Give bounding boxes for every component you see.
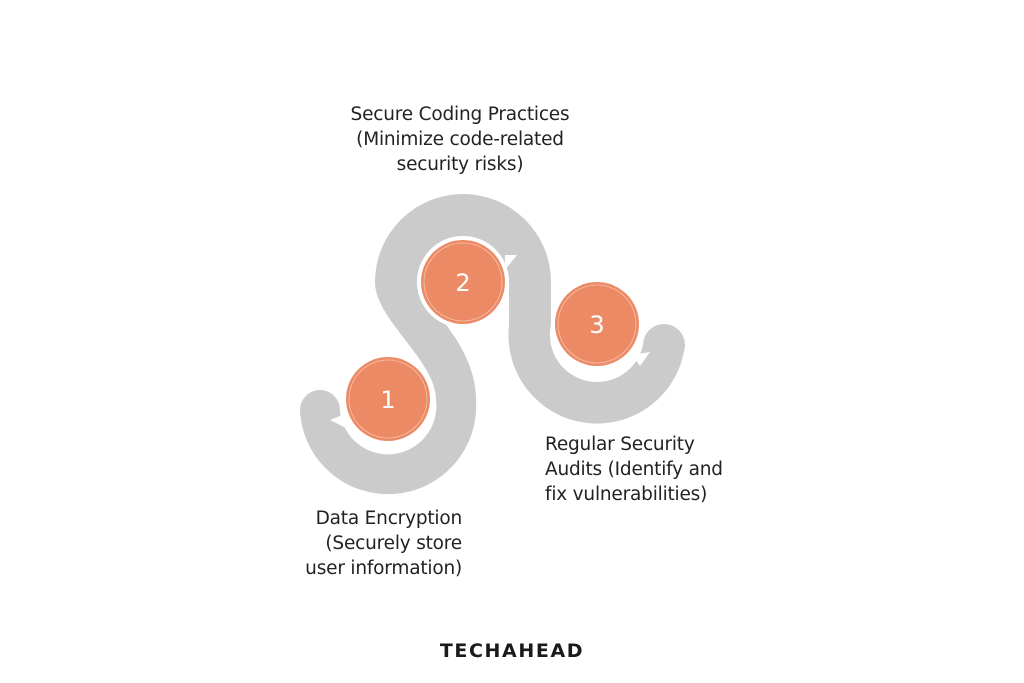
step-2-line-3: security risks) [396,154,524,175]
arrow-notch-3 [632,352,650,366]
track-segment-3 [508,325,685,424]
track-connector-2 [509,282,551,325]
step-number-2: 2 [455,269,470,297]
track-tail-right [643,324,685,366]
arrow-notch-1 [330,412,350,430]
step-label-2: Secure Coding Practices (Minimize code-r… [330,102,590,177]
arrow-notch-2 [505,255,517,270]
step-1-line-2: (Securely store [325,533,462,554]
step-3-line-3: fix vulnerabilities) [545,484,708,505]
step-circle-2: 2 [417,236,509,328]
step-1-line-1: Data Encryption [315,508,463,529]
step-3-line-2: Audits (Identify and [545,459,723,480]
step-3-line-1: Regular Security [545,434,695,455]
track-connector-1 [375,282,476,400]
step-label-1: Data Encryption (Securely store user inf… [262,506,462,581]
step-2-line-2: (Minimize code-related [356,129,564,150]
step-1-line-3: user information) [305,558,462,579]
step-circle-3: 3 [551,278,643,370]
track-segment-1 [300,400,477,495]
step-2-line-1: Secure Coding Practices [350,104,570,125]
step-circle-1: 1 [342,353,434,445]
brand-logo: TECHAHEAD [439,640,585,662]
step-number-1: 1 [380,386,395,414]
step-label-3: Regular Security Audits (Identify and fi… [545,432,755,507]
step-number-3: 3 [589,311,604,339]
track-tail-left [300,390,340,430]
